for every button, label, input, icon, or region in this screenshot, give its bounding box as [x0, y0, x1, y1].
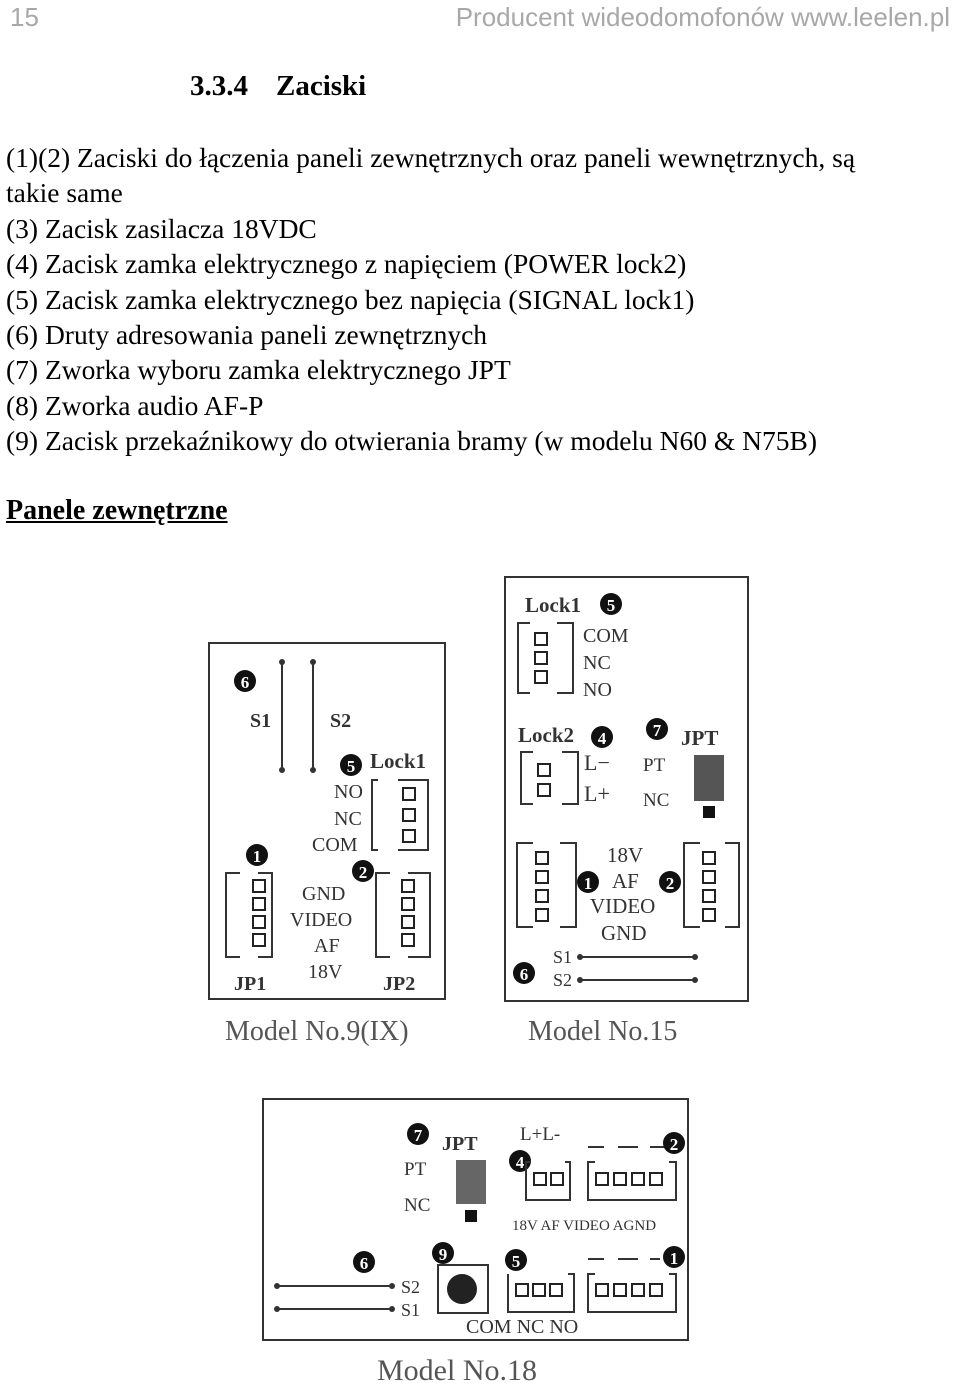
- marker-1: 1: [670, 1249, 679, 1268]
- marker-7: 7: [414, 1126, 423, 1145]
- caption-model-15: Model No.15: [528, 1016, 677, 1047]
- marker-5: 5: [607, 596, 616, 615]
- list-item: (5) Zacisk zamka elektrycznego bez napię…: [6, 283, 695, 315]
- label-s1: S1: [401, 1300, 420, 1320]
- label-nc2: NC: [643, 790, 669, 811]
- label-nc: NC: [404, 1195, 430, 1216]
- list-item: (3) Zacisk zasilacza 18VDC: [6, 212, 317, 244]
- label-com: COM: [312, 834, 358, 856]
- label-nc: NC: [583, 652, 611, 674]
- label-jp2: JP2: [383, 973, 415, 995]
- section-heading: 3.3.4 Zaciski: [190, 70, 366, 103]
- model-9-diagram: 6 S1 S2 5 Lock1 NO NC COM 1 2 GND VIDEO …: [208, 642, 446, 1047]
- marker-2: 2: [359, 863, 368, 882]
- wiring-diagrams: 6 S1 S2 5 Lock1 NO NC COM 1 2 GND VIDEO …: [208, 576, 749, 1387]
- label-com-nc-no: COM NC NO: [466, 1316, 578, 1338]
- model-15-diagram: Lock1 5 COM NC NO Lock2 4 L− L+ 7 JPT PT…: [504, 576, 749, 1047]
- marker-6: 6: [241, 673, 250, 692]
- list-item: (1)(2) Zaciski do łączenia paneli zewnęt…: [6, 142, 856, 173]
- label-video: VIDEO: [590, 894, 655, 918]
- list-item: (4) Zacisk zamka elektrycznego z napięci…: [6, 248, 687, 280]
- page-header: 15 Producent wideodomofonów www.leelen.p…: [10, 2, 950, 32]
- label-s1: S1: [250, 710, 271, 732]
- marker-4: 4: [598, 729, 607, 748]
- label-pins: 18V AF VIDEO AGND: [512, 1218, 656, 1234]
- label-s2: S2: [401, 1277, 420, 1297]
- label-l-plus-minus: L+L-: [520, 1124, 560, 1145]
- marker-2: 2: [666, 874, 675, 893]
- label-s2: S2: [330, 710, 351, 732]
- list-item: (9) Zacisk przekaźnikowy do otwierania b…: [6, 425, 818, 457]
- marker-6: 6: [360, 1254, 369, 1273]
- model-18-diagram: 7 JPT PT NC L+L- 4 2 18V AF VIDEO AGND 6…: [262, 1098, 689, 1387]
- subheading: Panele zewnętrzne: [6, 495, 228, 526]
- label-s1: S1: [553, 947, 572, 967]
- list-item: (7) Zworka wyboru zamka elektrycznego JP…: [6, 354, 511, 386]
- label-l-minus: L−: [584, 750, 610, 775]
- label-no: NO: [583, 679, 612, 701]
- marker-5: 5: [512, 1252, 521, 1271]
- jpt-jumper-icon: [694, 755, 724, 801]
- label-18v: 18V: [607, 843, 643, 867]
- marker-1: 1: [584, 874, 593, 893]
- list-item: (8) Zworka audio AF-P: [6, 389, 264, 421]
- terminal-list: (1)(2) Zaciski do łączenia paneli zewnęt…: [6, 140, 956, 459]
- caption-model-18: Model No.18: [377, 1354, 537, 1387]
- label-pt: PT: [404, 1159, 427, 1180]
- page-number: 15: [10, 2, 39, 32]
- marker-6: 6: [520, 965, 529, 984]
- label-18v: 18V: [308, 961, 343, 983]
- marker-7: 7: [653, 721, 662, 740]
- label-nc: NC: [334, 808, 362, 830]
- label-video: VIDEO: [290, 909, 352, 931]
- list-item: takie same: [6, 177, 123, 209]
- marker-5: 5: [347, 757, 356, 776]
- marker-1: 1: [253, 847, 262, 866]
- label-jp1: JP1: [234, 973, 266, 995]
- list-item: (6) Druty adresowania paneli zewnętrznyc…: [6, 319, 488, 351]
- label-af: AF: [612, 869, 639, 893]
- label-af: AF: [314, 935, 340, 957]
- label-gnd: GND: [601, 921, 647, 945]
- header-source: Producent wideodomofonów www.leelen.pl: [455, 2, 950, 32]
- jpt-jumper-icon: [456, 1160, 486, 1204]
- label-s2: S2: [553, 970, 572, 990]
- marker-4: 4: [516, 1153, 525, 1172]
- label-no: NO: [334, 781, 363, 803]
- label-l-plus: L+: [584, 781, 610, 806]
- label-pt: PT: [643, 755, 666, 776]
- label-jpt: JPT: [442, 1133, 478, 1155]
- marker-9: 9: [439, 1245, 448, 1264]
- caption-model-9: Model No.9(IX): [225, 1016, 409, 1047]
- section-title: Zaciski: [276, 70, 367, 102]
- label-lock1: Lock1: [370, 749, 426, 773]
- label-lock2: Lock2: [518, 723, 574, 747]
- marker-2: 2: [670, 1135, 679, 1154]
- section-number: 3.3.4: [190, 70, 248, 102]
- label-com: COM: [583, 625, 629, 647]
- label-lock1: Lock1: [525, 593, 581, 617]
- label-jpt: JPT: [681, 726, 718, 750]
- label-gnd: GND: [302, 883, 345, 905]
